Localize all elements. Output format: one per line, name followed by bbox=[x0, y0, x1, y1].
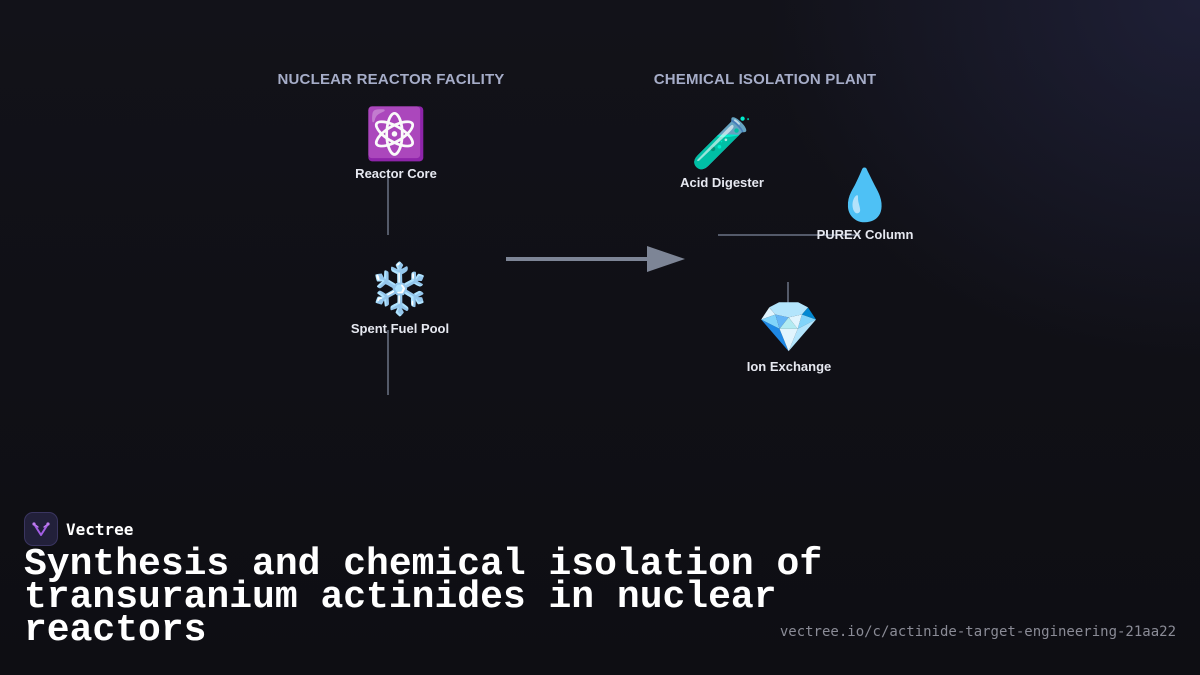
node-label-purex-column: PUREX Column bbox=[816, 227, 914, 242]
node-label-reactor-core: Reactor Core bbox=[355, 166, 437, 181]
node-label-spent-fuel-pool: Spent Fuel Pool bbox=[350, 321, 450, 336]
test-tube-icon: 🧪 bbox=[690, 115, 754, 171]
transfer-arrow-head bbox=[647, 246, 685, 272]
section-title-chemical-plant: CHEMICAL ISOLATION PLANT bbox=[653, 71, 877, 88]
node-label-ion-exchange: Ion Exchange bbox=[746, 359, 832, 374]
vectree-logo-icon bbox=[24, 512, 58, 546]
atom-icon: ⚛️ bbox=[364, 106, 428, 162]
node-purex-column: 💧 PUREX Column bbox=[817, 167, 914, 242]
section-title-reactor-facility: NUCLEAR REACTOR FACILITY bbox=[277, 71, 505, 88]
brand: Vectree bbox=[24, 512, 133, 546]
node-acid-digester: 🧪 Acid Digester bbox=[680, 115, 764, 190]
page-title: Synthesis and chemical isolation of tran… bbox=[24, 543, 823, 652]
node-spent-fuel-pool: ❄️ Spent Fuel Pool bbox=[351, 261, 449, 336]
gem-icon: 💎 bbox=[757, 299, 821, 355]
snowflake-icon: ❄️ bbox=[368, 261, 432, 317]
node-ion-exchange: 💎 Ion Exchange bbox=[747, 299, 832, 374]
transfer-arrow bbox=[506, 246, 685, 272]
node-reactor-core: ⚛️ Reactor Core bbox=[355, 106, 437, 181]
droplet-icon: 💧 bbox=[833, 167, 897, 223]
brand-name: Vectree bbox=[66, 519, 134, 539]
node-label-acid-digester: Acid Digester bbox=[680, 175, 764, 190]
page-url: vectree.io/c/actinide-target-engineering… bbox=[779, 624, 1176, 640]
